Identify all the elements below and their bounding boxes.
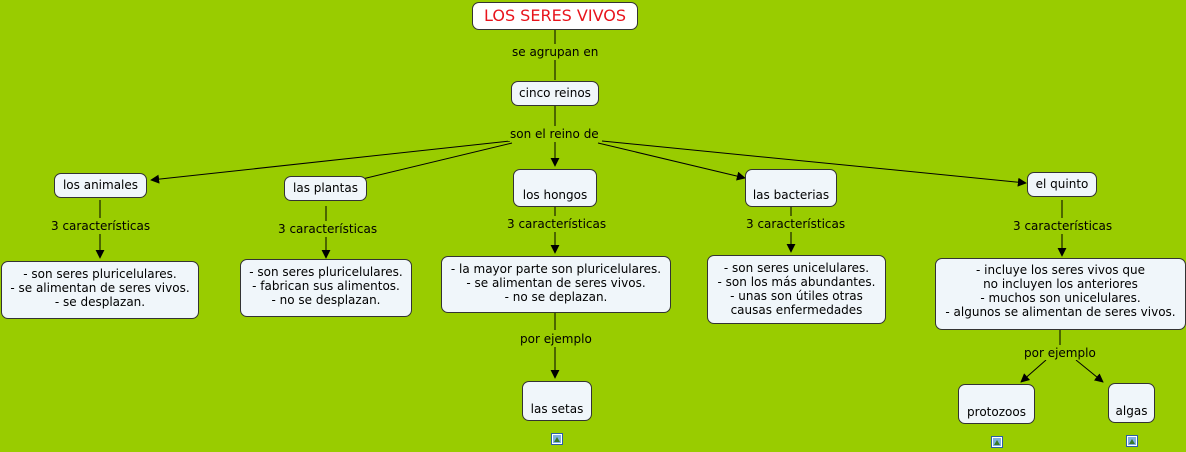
node-bacterias-caracteristicas[interactable]: - son seres unicelulares. - son los más … (707, 255, 886, 324)
node-animales-caracteristicas[interactable]: - son seres pluricelulares. - se aliment… (1, 261, 199, 319)
link-label-son-el-reino-de: son el reino de (508, 127, 601, 141)
node-el-quinto[interactable]: el quinto (1027, 172, 1097, 197)
node-las-bacterias[interactable]: las bacterias (745, 169, 837, 231)
node-las-setas[interactable]: las setas (522, 381, 592, 445)
node-protozoos[interactable]: protozoos (958, 384, 1035, 448)
node-cinco-reinos[interactable]: cinco reinos (511, 81, 599, 106)
node-plantas-caracteristicas[interactable]: - son seres pluricelulares. - fabrican s… (240, 259, 412, 317)
link-label-3-caracteristicas: 3 características (744, 217, 848, 231)
link-label-3-caracteristicas: 3 características (49, 219, 153, 233)
node-hongos-caracteristicas[interactable]: - la mayor parte son pluricelulares. - s… (441, 256, 671, 313)
node-quinto-caracteristicas[interactable]: - incluye los seres vivos que no incluye… (935, 258, 1186, 330)
node-los-animales[interactable]: los animales (54, 173, 147, 198)
link-label-por-ejemplo: por ejemplo (518, 332, 594, 346)
link-label-3-caracteristicas: 3 características (1011, 219, 1115, 233)
link-label-se-agrupan-en: se agrupan en (510, 45, 601, 59)
image-icon[interactable] (990, 436, 1003, 448)
connection-lines (95, 30, 1104, 383)
link-label-3-caracteristicas: 3 características (505, 217, 609, 231)
image-icon[interactable] (551, 433, 563, 445)
node-las-plantas[interactable]: las plantas (284, 176, 367, 201)
link-label-3-caracteristicas: 3 características (276, 222, 380, 236)
concept-map-title[interactable]: LOS SERES VIVOS (472, 2, 638, 30)
image-icon[interactable] (1125, 435, 1138, 447)
node-los-hongos[interactable]: los hongos (513, 169, 597, 231)
node-algas[interactable]: algas (1108, 383, 1155, 447)
link-label-por-ejemplo: por ejemplo (1022, 346, 1098, 360)
